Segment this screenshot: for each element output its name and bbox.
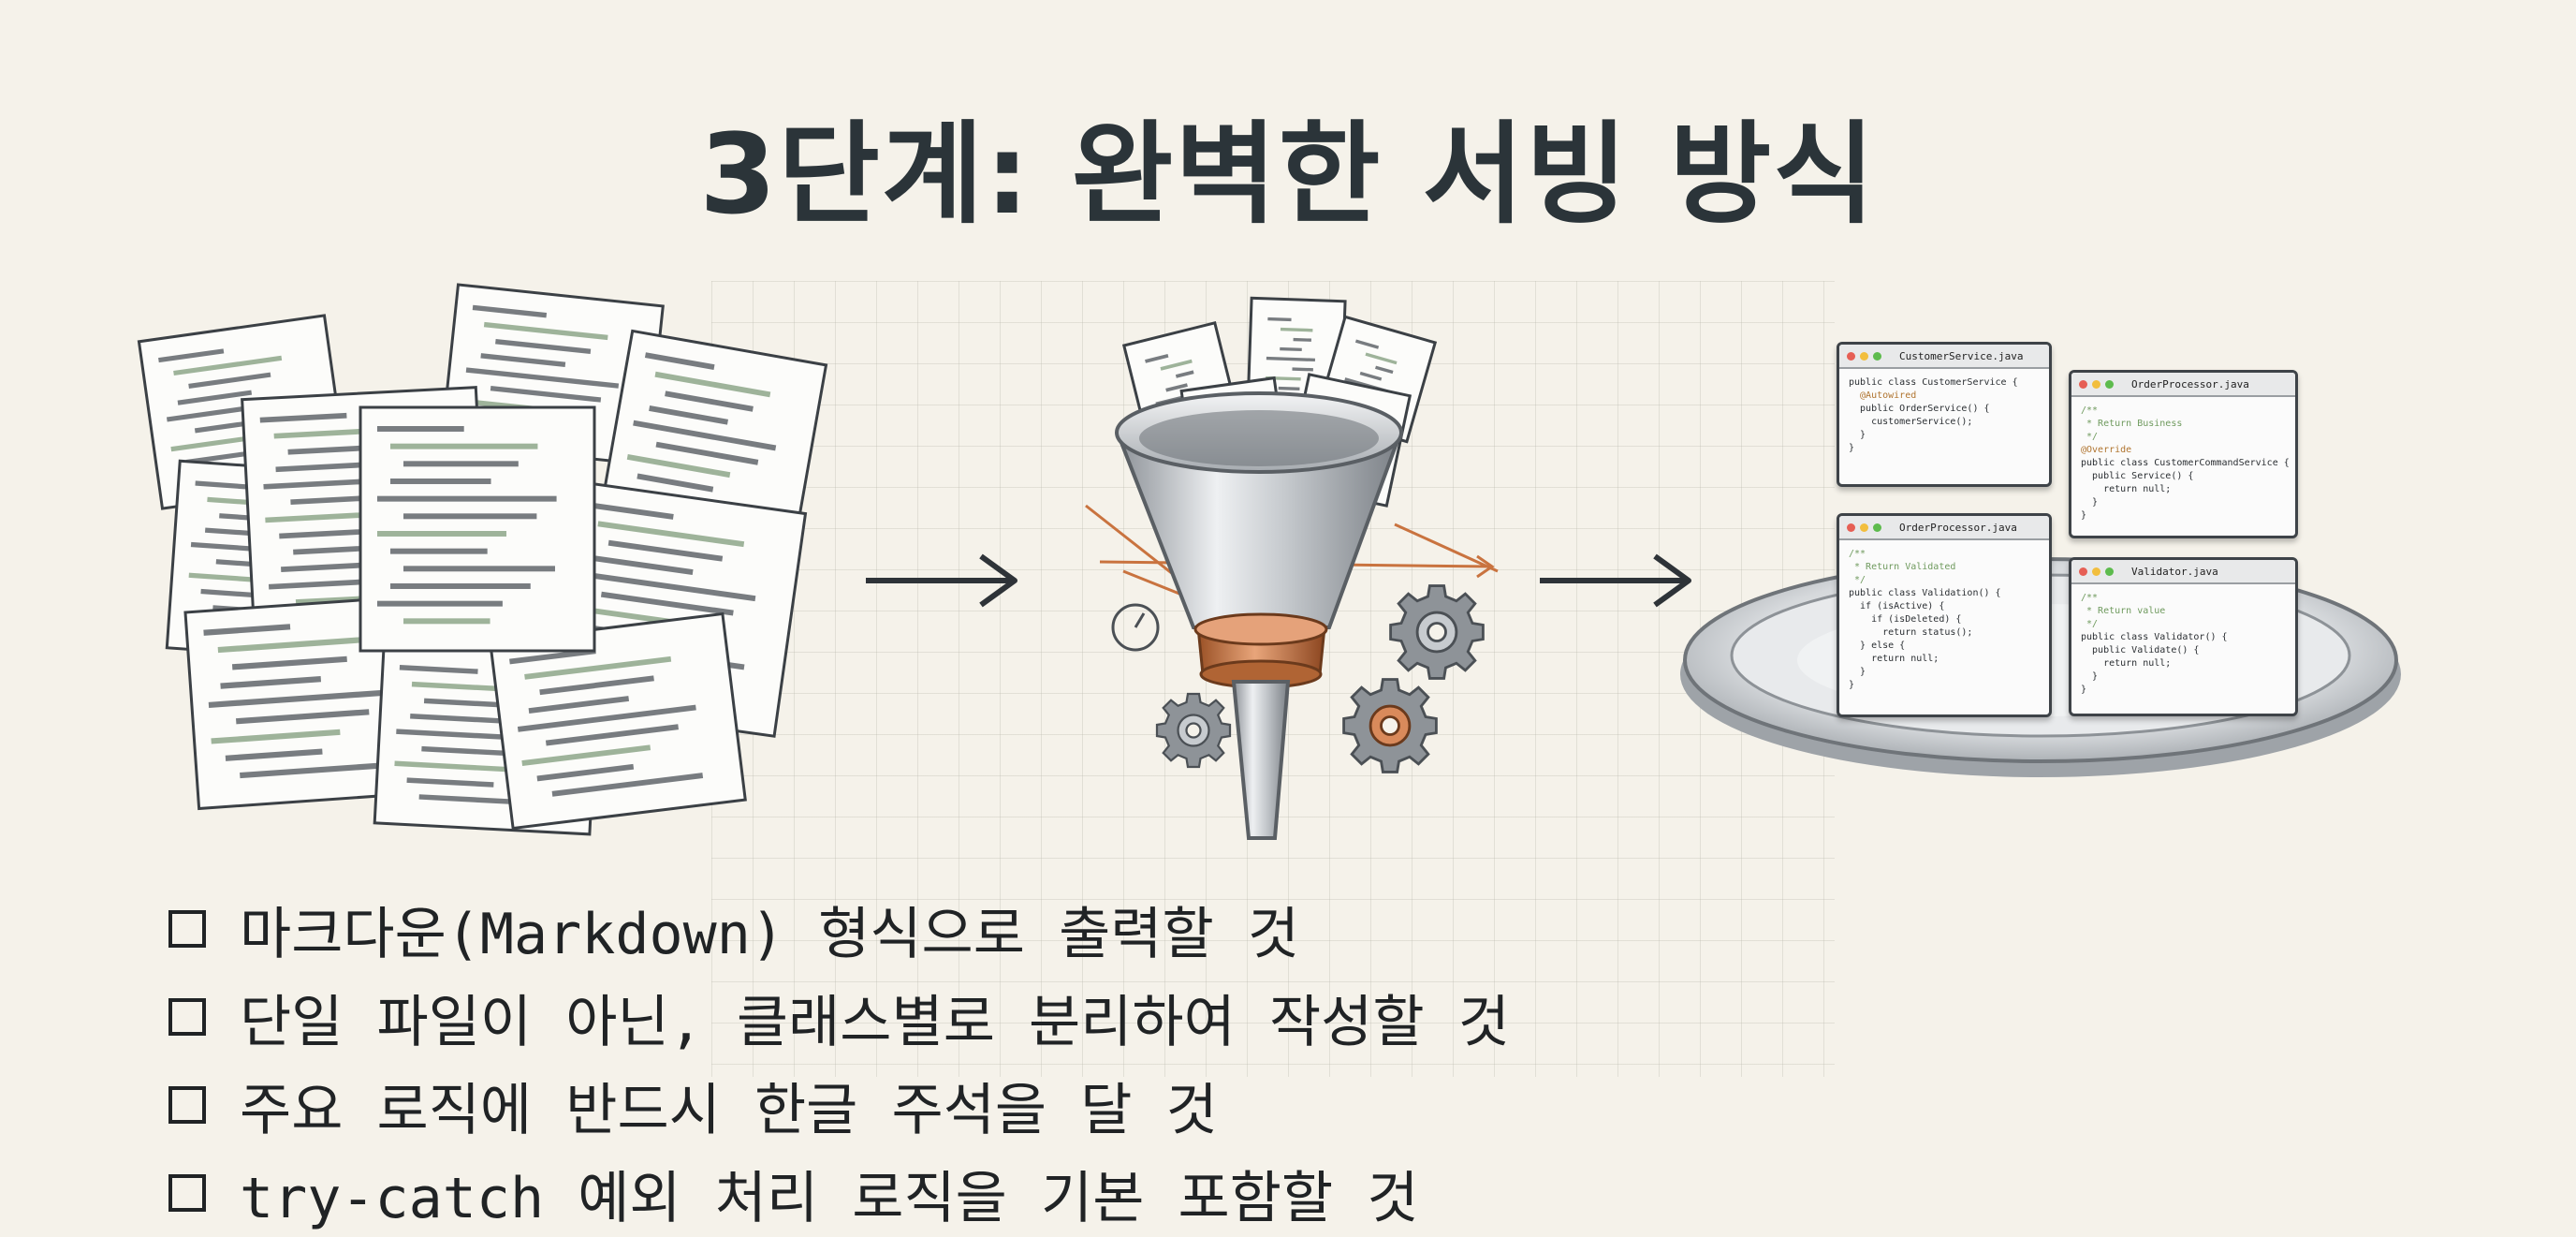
- window-dot-icon[interactable]: [1860, 523, 1868, 532]
- checkbox-icon[interactable]: [168, 910, 206, 948]
- code-line: }: [1849, 443, 1855, 453]
- checkbox-icon[interactable]: [168, 1174, 206, 1212]
- checklist-item-label: 단일 파일이 아닌, 클래스별로 분리하여 작성할 것: [240, 989, 1510, 1055]
- requirements-checklist: 마크다운(Markdown) 형식으로 출력할 것 단일 파일이 아닌, 클래스…: [168, 885, 2415, 1237]
- code-line: if (isDeleted) {: [1849, 614, 1962, 625]
- code-page: [489, 611, 747, 831]
- code-line: public class Validation() {: [1849, 588, 2001, 598]
- window-dot-icon[interactable]: [2105, 379, 2114, 389]
- infographic-page: 3단계: 완벽한 서빙 방식: [137, 110, 2401, 1231]
- code-line: public Validate() {: [2081, 645, 2200, 655]
- window-dot-icon[interactable]: [1847, 523, 1855, 532]
- window-titlebar: OrderProcessor.java: [1839, 516, 2049, 540]
- window-titlebar: OrderProcessor.java: [2071, 373, 2295, 397]
- code-page: [359, 405, 596, 653]
- window-dot-icon[interactable]: [1873, 523, 1881, 532]
- code-line: * Return value: [2081, 606, 2166, 616]
- code-line: public OrderService() {: [1849, 404, 1990, 414]
- code-line: /**: [2081, 593, 2099, 603]
- window-dot-icon[interactable]: [2105, 567, 2114, 576]
- checklist-item-label: 마크다운(Markdown) 형식으로 출력할 것: [240, 901, 1299, 967]
- code-line: }: [1849, 680, 1855, 690]
- window-filename: Validator.java: [2131, 565, 2218, 578]
- code-line: }: [2081, 497, 2099, 508]
- window-filename: CustomerService.java: [1899, 349, 2024, 362]
- code-line: return null;: [2081, 484, 2172, 494]
- code-window: CustomerService.java public class Custome…: [1837, 342, 2052, 487]
- window-titlebar: Validator.java: [2071, 560, 2295, 584]
- window-dot-icon[interactable]: [2092, 379, 2100, 389]
- code-line: if (isActive) {: [1849, 601, 1945, 611]
- code-line: public Service() {: [2081, 471, 2194, 481]
- gear-icon: [1342, 678, 1438, 773]
- scattered-code-pages: [137, 283, 828, 836]
- gear-icon: [1389, 584, 1485, 680]
- window-dot-icon[interactable]: [1860, 351, 1868, 361]
- code-line: }: [2081, 671, 2099, 682]
- checklist-item: 마크다운(Markdown) 형식으로 출력할 것: [168, 885, 2415, 973]
- code-line: @Override: [2081, 445, 2132, 455]
- checklist-item-label: 주요 로직에 반드시 한글 주석을 달 것: [240, 1077, 1218, 1143]
- window-filename: OrderProcessor.java: [2131, 377, 2249, 390]
- code-line: }: [2081, 510, 2087, 521]
- page-title: 3단계: 완벽한 서빙 방식: [699, 110, 1877, 239]
- window-filename: OrderProcessor.java: [1899, 521, 2017, 534]
- code-line: }: [1849, 667, 1866, 677]
- code-window: OrderProcessor.java /** * Return Business…: [2069, 370, 2298, 538]
- code-line: */: [2081, 619, 2099, 629]
- code-line: * Return Validated: [1849, 562, 1956, 572]
- gear-icon: [1155, 692, 1232, 769]
- code-line: public class CustomerService {: [1849, 377, 2018, 388]
- code-line: return status();: [1849, 627, 1973, 638]
- code-line: }: [1849, 430, 1866, 440]
- code-line: public class Validator() {: [2081, 632, 2228, 642]
- window-dot-icon[interactable]: [1873, 351, 1881, 361]
- window-dot-icon[interactable]: [2079, 567, 2087, 576]
- process-diagram: [137, 283, 2401, 840]
- code-line: customerService();: [1849, 417, 1973, 427]
- checkbox-icon[interactable]: [168, 998, 206, 1036]
- checklist-item-label: try-catch 예외 처리 로직을 기본 포함할 것: [240, 1165, 1419, 1231]
- code-line: /**: [2081, 405, 2099, 416]
- code-window: OrderProcessor.java /** * Return Validate…: [1837, 513, 2052, 717]
- window-titlebar: CustomerService.java: [1839, 345, 2049, 369]
- code-line: public class CustomerCommandService {: [2081, 458, 2290, 468]
- code-line: */: [1849, 575, 1866, 585]
- checklist-item: 단일 파일이 아닌, 클래스별로 분리하여 작성할 것: [168, 973, 2415, 1061]
- code-line: * Return Business: [2081, 419, 2183, 429]
- code-line: } else {: [1849, 641, 1906, 651]
- window-dot-icon[interactable]: [1847, 351, 1855, 361]
- checklist-item: 주요 로직에 반드시 한글 주석을 달 것: [168, 1061, 2415, 1149]
- code-line: /**: [1849, 549, 1866, 559]
- funnel-icon: [1085, 296, 1499, 840]
- window-dot-icon[interactable]: [2092, 567, 2100, 576]
- code-window: Validator.java /** * Return value */ publi…: [2069, 557, 2298, 716]
- arrow-right-icon: [866, 553, 1017, 608]
- code-line: return null;: [2081, 658, 2172, 669]
- code-line: @Autowired: [1849, 390, 1917, 401]
- window-dot-icon[interactable]: [2079, 379, 2087, 389]
- checkbox-icon[interactable]: [168, 1086, 206, 1124]
- code-line: */: [2081, 432, 2099, 442]
- code-line: return null;: [1849, 654, 1939, 664]
- arrow-right-icon: [1540, 553, 1691, 608]
- checklist-item: try-catch 예외 처리 로직을 기본 포함할 것: [168, 1149, 2415, 1237]
- code-line: }: [2081, 685, 2087, 695]
